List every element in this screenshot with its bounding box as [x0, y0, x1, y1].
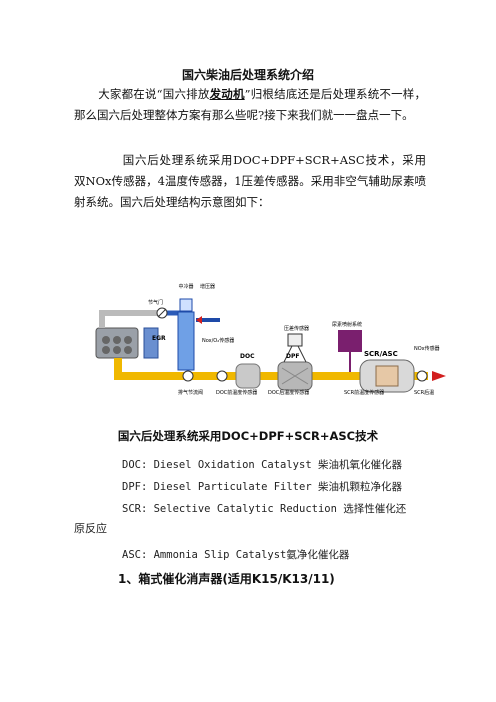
- label-scr-rear: SCR后温: [414, 389, 434, 396]
- exhaust-arrow-icon: [432, 371, 446, 381]
- doc-front-sensor-icon: [216, 370, 228, 382]
- nox-sensor-icon: [416, 370, 428, 382]
- supercharger-icon: [179, 298, 193, 312]
- label-doc: DOC: [240, 353, 255, 360]
- system-paragraph: 国六后处理系统采用DOC+DPF+SCR+ASC技术，采用双NOx传感器，4温度…: [74, 150, 426, 213]
- intro-text-before: 大家都在说“国六排放: [98, 87, 210, 101]
- label-urea: 尿素喷射系统: [332, 321, 362, 328]
- label-scr-asc: SCR/ASC: [364, 350, 398, 358]
- label-doc-front: DOC前温度传感器: [216, 389, 257, 396]
- label-egr: EGR: [152, 335, 166, 342]
- engine-icon: [95, 327, 139, 359]
- label-nox-o2: Nox/O₂传感器: [202, 337, 234, 344]
- abbr-scr-wrap: 原反应: [74, 522, 107, 535]
- label-nox-sensor: NOx传感器: [414, 345, 440, 352]
- label-diff-pressure: 压差传感器: [284, 325, 309, 332]
- abbr-scr: SCR: Selective Catalytic Reduction 选择性催化…: [122, 503, 407, 515]
- egr-cooler: [143, 327, 159, 359]
- label-dpf: DPF: [286, 353, 299, 360]
- intro-paragraph: 大家都在说“国六排放发动机”归根结底还是后处理系统不一样，那么国六后处理整体方案…: [74, 84, 426, 126]
- label-exhaust-throttle: 排气节流阀: [178, 389, 203, 396]
- intro-text-after: ”归根结底还是后处理系统不一样，那么国六后处理整体方案有那么些呢?接下来我们就一…: [74, 87, 426, 122]
- intercooler-icon: [177, 311, 195, 371]
- urea-pump-icon: [338, 330, 362, 352]
- label-throttle: 节气门: [148, 299, 163, 306]
- engine-link[interactable]: 发动机: [209, 87, 245, 101]
- doc-unit: [235, 363, 261, 389]
- label-supercharger: 增压器: [200, 283, 215, 290]
- diagram-caption: 国六后处理系统采用DOC+DPF+SCR+ASC技术: [117, 429, 379, 443]
- abbr-doc: DOC: Diesel Oxidation Catalyst 柴油机氧化催化器: [122, 459, 402, 471]
- abbr-asc: ASC: Ammonia Slip Catalyst氨净化催化器: [122, 549, 350, 561]
- exhaust-throttle-icon: [182, 370, 194, 382]
- diff-pressure-icon: [287, 333, 303, 347]
- page-title: 国六柴油后处理系统介绍: [181, 68, 314, 82]
- aftertreatment-diagram: 中冷器 增压器 节气门 EGR Nox/O₂传感器 DOC DPF 压差传感器 …: [95, 283, 446, 396]
- label-scr-front: SCR前温度传感器: [344, 389, 384, 396]
- label-intercooler: 中冷器: [178, 283, 193, 290]
- abbr-dpf: DPF: Diesel Particulate Filter 柴油机颗粒净化器: [122, 481, 402, 493]
- system-text: 国六后处理系统采用DOC+DPF+SCR+ASC技术，采用双NOx传感器，4温度…: [74, 153, 426, 209]
- label-doc-rear: DOC后温度传感器: [268, 389, 309, 396]
- section-heading: 1、箱式催化消声器(适用K15/K13/11): [118, 572, 335, 586]
